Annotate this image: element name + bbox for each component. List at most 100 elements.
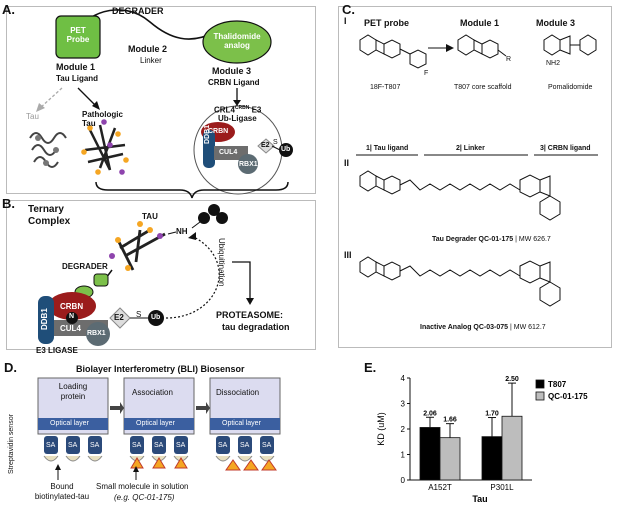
b-s-label: S [136, 310, 142, 319]
pomalidomide-label: Pomalidomide [548, 84, 593, 91]
panel-b-label: B. [2, 196, 15, 211]
b-degrader-label: DEGRADER [62, 262, 108, 271]
optical-layer-3: Optical layer [222, 420, 261, 427]
pet-probe-heading: PET probe [364, 18, 410, 28]
linker-header-2: 2| Linker [456, 145, 485, 152]
sa-6: SA [176, 442, 186, 449]
panel-a-label: A. [2, 2, 15, 17]
a-rbx1-label: RBX1 [239, 161, 258, 168]
pathologic-tau-label: Pathologic Tau [82, 110, 123, 128]
a-ub-label: Ub [281, 146, 291, 153]
y-tick-label: 3 [401, 400, 406, 409]
degrader-label: DEGRADER [112, 6, 164, 16]
panel-c-label: C. [342, 2, 355, 17]
b-e2-label: E2 [114, 313, 124, 322]
y-tick-label: 4 [401, 374, 406, 383]
a-cul4-label: CUL4 [219, 149, 238, 156]
crl4-label: CRL4CRBN E3 [214, 105, 262, 115]
streptavidin-sensor-label: Streptavidin sensor [8, 414, 15, 474]
b-tau-label: TAU [142, 212, 158, 221]
sa-5: SA [154, 442, 164, 449]
module2-label: Module 2 [128, 44, 168, 54]
sa-4: SA [132, 442, 142, 449]
module1-heading: Module 1 [460, 18, 500, 28]
complex-label: Complex [28, 216, 71, 227]
bar-A152T-0 [419, 427, 441, 481]
data-label: 1.70 [485, 411, 499, 418]
row-ii-number: II [344, 158, 350, 168]
thalidomide-label: Thalidomide analog [213, 32, 261, 50]
sa-2: SA [68, 442, 78, 449]
proteasome-label: PROTEASOME: [216, 310, 284, 320]
x-tick-label: P301L [490, 483, 514, 492]
b-nh-label: NH [176, 227, 188, 236]
bar-P301L-1 [501, 415, 523, 481]
sa-3: SA [90, 442, 100, 449]
a-s-label: S [273, 139, 278, 146]
pet-probe-box [55, 15, 101, 59]
atom-r: R [506, 56, 512, 63]
b-ub-label: Ub [151, 314, 161, 321]
panel-c [338, 6, 612, 348]
bar-A152T-1 [439, 437, 461, 481]
linker-curve [77, 9, 216, 40]
y-tick-label: 2 [401, 425, 406, 434]
legend-swatch [535, 391, 545, 401]
atom-nh2: NH2 [546, 60, 561, 67]
b-n-label: N [69, 313, 75, 320]
row-i-number: I [344, 16, 347, 26]
linker-label: Linker [140, 56, 162, 65]
y-tick-label: 1 [401, 451, 406, 460]
bound-tau-label: Bound biotinylated-tau [34, 482, 90, 501]
panel-e-label: E. [364, 360, 377, 375]
module3-label: Module 3 [212, 66, 252, 76]
tube-loading [37, 377, 109, 435]
linker-header-3: 3| CRBN ligand [540, 145, 591, 152]
module3-heading: Module 3 [536, 18, 576, 28]
tube-dissociation [209, 377, 281, 435]
module1-label: Module 1 [56, 62, 96, 72]
degrader-title: Tau Degrader QC-01-175 | MW 626.7 [432, 236, 551, 243]
atom-f: F [424, 70, 429, 77]
linker-header-1: 1| Tau ligand [366, 145, 409, 152]
step-association: Association [132, 388, 173, 397]
data-label: 2.50 [505, 376, 519, 383]
step-dissociation: Dissociation [216, 388, 260, 397]
thalidomide-ellipse [202, 20, 272, 64]
step-loading: Loading protein [58, 382, 88, 401]
tau-degradation-label: tau degradation [222, 322, 290, 332]
panel-d-label: D. [4, 360, 17, 375]
tube-association [123, 377, 195, 435]
y-axis-label: KD (uM) [376, 412, 386, 446]
sa-1: SA [46, 442, 56, 449]
t807-label: 18F-T807 [370, 84, 401, 91]
sa-7: SA [218, 442, 228, 449]
x-tick-label: A152T [428, 483, 452, 492]
e3-ligase-label: E3 LIGASE [36, 346, 78, 355]
a-e2-label: E2 [261, 142, 270, 149]
legend-entry: QC-01-175 [548, 392, 588, 401]
ternary-label: Ternary [28, 204, 64, 215]
sa-8: SA [240, 442, 250, 449]
inactive-title: Inactive Analog QC-03-075 | MW 612.7 [420, 324, 546, 331]
legend-swatch [535, 379, 545, 389]
bli-title: Biolayer Interferometry (BLI) Biosensor [76, 364, 245, 374]
small-molecule-label: Small molecule in solution [96, 482, 189, 491]
sa-9: SA [262, 442, 272, 449]
b-cul4-label: CUL4 [60, 324, 81, 333]
data-label: 1.66 [443, 417, 457, 424]
pathologic-tau-tangle [81, 119, 129, 175]
optical-layer-1: Optical layer [50, 420, 89, 427]
bar-P301L-0 [481, 436, 503, 481]
tau-ligand-label: Tau Ligand [56, 74, 99, 83]
example-label: (e.g. QC-01-175) [114, 493, 175, 502]
legend-entry: T807 [548, 380, 567, 389]
row-iii-number: III [344, 250, 352, 260]
